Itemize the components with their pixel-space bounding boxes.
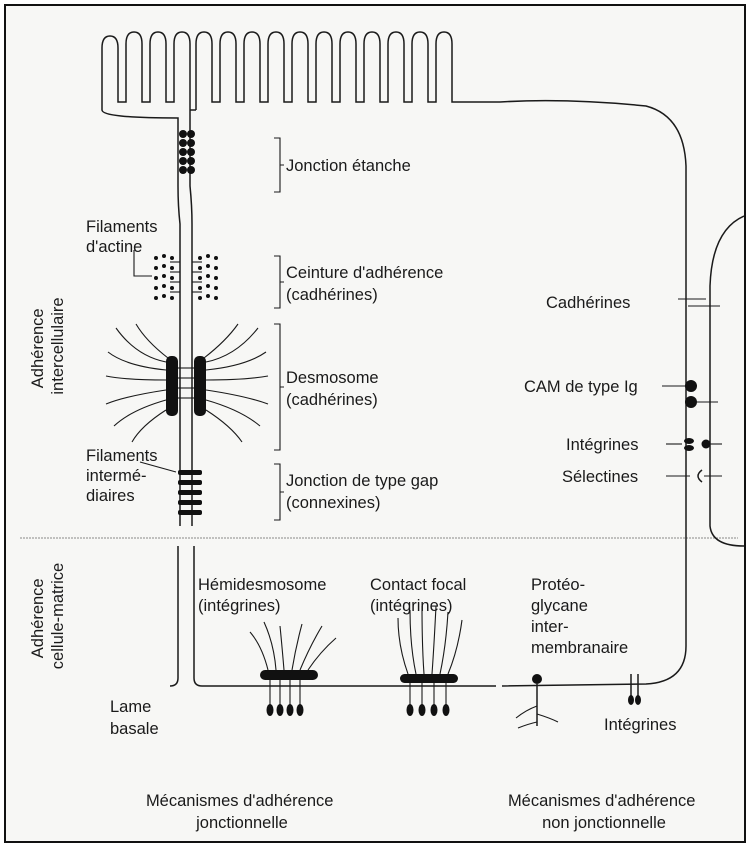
matrix-integrins bbox=[628, 674, 641, 705]
label-desmosome: Desmosome (cadhérines) bbox=[286, 369, 383, 409]
gap-junction bbox=[178, 470, 202, 515]
non-junctional-molecules bbox=[662, 299, 722, 482]
label-focal-contact: Contact focal (intégrines) bbox=[370, 576, 471, 615]
focal-contact bbox=[398, 606, 462, 716]
label-tight-junction: Jonction étanche bbox=[286, 157, 411, 175]
caption-junctional: Mécanismes d'adhérence jonctionnelle bbox=[146, 792, 338, 832]
label-hemidesmosome: Hémidesmosome (intégrines) bbox=[198, 576, 331, 615]
label-integrins-matrix: Intégrines bbox=[604, 716, 676, 734]
side-label-cell-matrix: Adhérence cellule-matrice bbox=[29, 563, 67, 669]
label-cam-ig: CAM de type Ig bbox=[524, 378, 638, 396]
adherens-belt bbox=[154, 254, 218, 300]
label-actin-filaments: Filaments d'actine bbox=[86, 218, 162, 256]
label-adherens-belt: Ceinture d'adhérence (cadhérines) bbox=[286, 264, 448, 304]
desmosome bbox=[106, 324, 268, 442]
proteoglycan bbox=[516, 674, 558, 728]
side-label-intercellular: Adhérence intercellulaire bbox=[29, 297, 67, 394]
tight-junction bbox=[179, 130, 195, 174]
label-basal-lamina: Lame basale bbox=[110, 698, 159, 738]
basal-cells bbox=[170, 546, 496, 686]
label-selectins: Sélectines bbox=[562, 468, 638, 486]
label-cadherins: Cadhérines bbox=[546, 294, 630, 312]
hemidesmosome bbox=[250, 622, 336, 716]
label-gap-junction: Jonction de type gap (connexines) bbox=[286, 472, 443, 512]
caption-non-junctional: Mécanismes d'adhérence non jonctionnelle bbox=[508, 792, 700, 832]
adhesion-diagram: Adhérence intercellulaire Adhérence cell… bbox=[6, 6, 744, 841]
figure-frame: Adhérence intercellulaire Adhérence cell… bbox=[4, 4, 746, 843]
label-intermediate-filaments: Filaments intermé- diaires bbox=[86, 447, 162, 505]
label-proteoglycan: Protéo- glycane inter- membranaire bbox=[531, 576, 628, 657]
junction-brackets bbox=[274, 138, 284, 520]
label-integrins: Intégrines bbox=[566, 436, 638, 454]
